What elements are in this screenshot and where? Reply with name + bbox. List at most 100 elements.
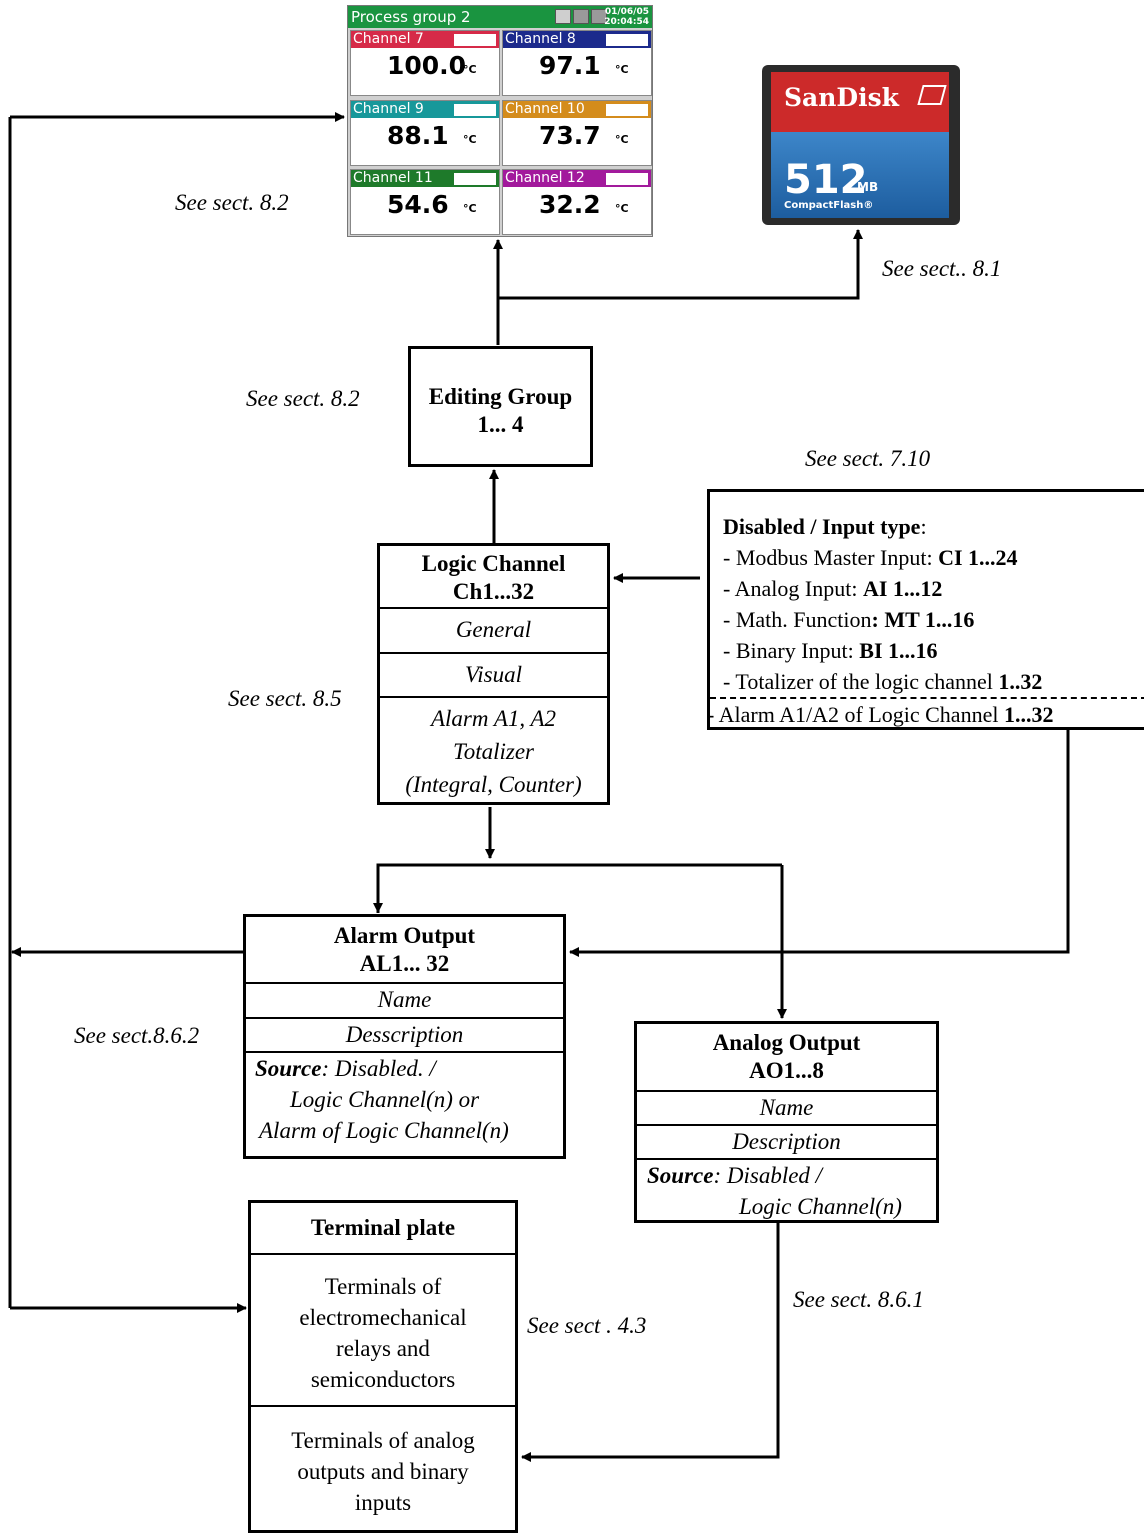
save-icon [555, 9, 571, 24]
screen-date: 01/06/05 [604, 7, 649, 17]
channel-value: 88.1 [387, 121, 449, 150]
channel-bar [454, 104, 496, 116]
logic-channel-box: Logic Channel Ch1...32 General Visual Al… [377, 543, 610, 805]
compactflash-card-image: SanDisk 512 MB CompactFlash® [762, 65, 960, 225]
ref-analog: See sect. 8.6.1 [793, 1287, 924, 1312]
channel-tile-header: Channel 11 [351, 170, 499, 187]
ref-logic: See sect. 8.5 [228, 686, 342, 711]
channel-bar [606, 34, 648, 46]
alarm-output-box: Alarm Output AL1... 32 Name Desscription… [243, 914, 566, 1159]
input-types-box: Disabled / Input type: - Modbus Master I… [707, 489, 1144, 730]
channel-tile: Channel 12 32.2 °C [502, 169, 652, 235]
channel-value: 97.1 [539, 51, 601, 80]
logic-channel-general: General [380, 607, 607, 652]
channel-tile: Channel 7 100.0°C [350, 30, 500, 96]
recorder-screen: Process group 2 01/06/05 20:04:54 Channe… [347, 5, 653, 237]
channel-name: Channel 12 [505, 170, 585, 186]
analog-output-box: Analog Output AO1...8 Name Description S… [634, 1021, 939, 1223]
alarm-output-source-label: Source [255, 1056, 322, 1081]
channel-bar [454, 173, 496, 185]
input-type-item: - Totalizer of the logic channel 1..32 [723, 669, 1043, 694]
screen-title: Process group 2 [351, 8, 471, 26]
channel-tile-header: Channel 7 [351, 31, 499, 48]
terminal-relays: Terminals of electromechanical relays an… [251, 1253, 515, 1405]
logic-channel-integral: (Integral, Counter) [405, 772, 582, 797]
editing-group-box: Editing Group 1... 4 [408, 346, 593, 467]
terminal-plate-title: Terminal plate [310, 1215, 456, 1240]
card-type: CompactFlash® [784, 200, 874, 211]
alarm-output-name: Name [246, 982, 563, 1017]
channel-name: Channel 11 [353, 170, 433, 186]
status-icon [573, 9, 589, 24]
channel-bar [606, 104, 648, 116]
editing-group-title: Editing Group [428, 384, 573, 409]
card-brand: SanDisk [784, 83, 900, 112]
channel-value: 73.7 [539, 121, 601, 150]
screen-time: 20:04:54 [604, 17, 649, 27]
dashed-divider [710, 697, 1144, 699]
logic-channel-totalizer: Totalizer [453, 739, 534, 764]
status-icon [591, 9, 607, 24]
terminal-analog: Terminals of analog outputs and binary i… [251, 1405, 515, 1518]
channel-bar [606, 173, 648, 185]
channel-unit: °C [615, 133, 629, 146]
channel-tile: Channel 11 54.6 °C [350, 169, 500, 235]
channel-bar [454, 34, 496, 46]
logic-channel-visual: Visual [380, 652, 607, 696]
ref-alarm: See sect.8.6.2 [74, 1023, 200, 1048]
channel-unit: °C [615, 202, 629, 215]
logic-channel-range: Ch1...32 [452, 579, 535, 604]
arrow-to-card [498, 229, 863, 300]
alarm-output-description: Desscription [246, 1017, 563, 1051]
ref-inputs: See sect. 7.10 [805, 446, 931, 471]
analog-output-range: AO1...8 [749, 1058, 824, 1083]
ref-screen: See sect. 8.2 [175, 190, 289, 215]
card-capacity-unit: MB [857, 180, 879, 194]
channel-tile-header: Channel 12 [503, 170, 651, 187]
input-type-item: - Binary Input: BI 1...16 [723, 638, 938, 663]
input-type-alarm-line: - Alarm A1/A2 of Logic Channel 1...32 [707, 702, 1054, 727]
channel-value: 100.0 [387, 51, 467, 80]
channel-name: Channel 8 [505, 31, 576, 47]
arrow-analog-to-terminal [521, 1222, 780, 1462]
channel-unit: °C [463, 133, 477, 146]
input-type-item: - Math. Function: MT 1...16 [723, 607, 975, 632]
channel-tile: Channel 9 88.1 °C [350, 100, 500, 166]
arrow-to-alarm-output [376, 863, 782, 913]
logic-channel-title: Logic Channel [421, 551, 566, 576]
channel-unit: °C [463, 202, 477, 215]
channel-tile-header: Channel 10 [503, 101, 651, 118]
arrow-alarm-line-to-output [569, 725, 1070, 957]
screen-header: Process group 2 01/06/05 20:04:54 [348, 6, 652, 28]
input-type-item: - Modbus Master Input: CI 1...24 [723, 545, 1018, 570]
channel-value: 54.6 [387, 190, 449, 219]
analog-output-name: Name [637, 1090, 936, 1124]
analog-output-description: Description [637, 1124, 936, 1158]
channel-tile: Channel 8 97.1 °C [502, 30, 652, 96]
channel-name: Channel 9 [353, 101, 424, 117]
ref-cf: See sect.. 8.1 [882, 256, 1002, 281]
input-types-heading: Disabled / Input type: [723, 514, 927, 539]
channel-value: 32.2 [539, 190, 601, 219]
logic-channel-alarm-totalizer: Alarm A1, A2 Totalizer (Integral, Counte… [380, 696, 607, 801]
analog-output-source-label: Source [647, 1163, 714, 1188]
analog-output-source: Source: Disabled / Logic Channel(n) [637, 1158, 936, 1222]
channel-name: Channel 10 [505, 101, 585, 117]
channel-unit: °C [463, 63, 477, 76]
logic-channel-alarm: Alarm A1, A2 [430, 706, 557, 731]
terminal-plate-box: Terminal plate Terminals of electromecha… [248, 1200, 518, 1533]
ref-editing: See sect. 8.2 [246, 386, 360, 411]
alarm-output-range: AL1... 32 [359, 951, 450, 976]
channel-unit: °C [615, 63, 629, 76]
channel-tile-header: Channel 9 [351, 101, 499, 118]
channel-name: Channel 7 [353, 31, 424, 47]
ref-terminal: See sect . 4.3 [527, 1313, 647, 1338]
channel-tile: Channel 10 73.7 °C [502, 100, 652, 166]
channel-tile-header: Channel 8 [503, 31, 651, 48]
editing-group-range: 1... 4 [477, 412, 524, 437]
input-type-item: - Analog Input: AI 1...12 [723, 576, 943, 601]
alarm-output-source: Source: Disabled. / Logic Channel(n) or … [246, 1051, 563, 1146]
screen-datetime: 01/06/05 20:04:54 [604, 7, 649, 27]
alarm-output-title: Alarm Output [333, 923, 476, 948]
